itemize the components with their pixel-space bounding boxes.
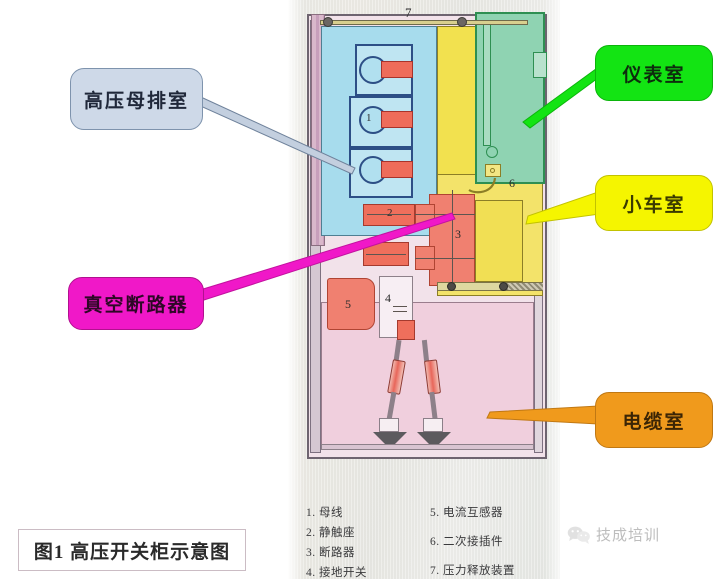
switchgear-cabinet-drawing: 7 1 2 3 6 xyxy=(307,6,547,459)
trolley-wheel-right xyxy=(499,282,508,291)
legend-column-right: 5. 电流互感器 6. 二次接插件 7. 压力释放装置 xyxy=(430,504,515,579)
pointer-busbar xyxy=(195,97,356,175)
plate-right-fade xyxy=(544,0,564,579)
earthing-switch-terminal xyxy=(397,320,415,340)
marker-7: 7 xyxy=(405,5,412,20)
legend-item-6: 6. 二次接插件 xyxy=(430,536,503,548)
callout-trolley-room[interactable]: 小车室 xyxy=(595,175,713,231)
legend-item-5: 5. 电流互感器 xyxy=(430,507,503,519)
pointer-instrument xyxy=(522,64,601,129)
trolley-wheel-left xyxy=(447,282,456,291)
busbar-contact-3 xyxy=(381,161,413,178)
pressure-relief-device xyxy=(320,20,528,25)
legend-item-7: 7. 压力释放装置 xyxy=(430,565,515,577)
callout-high-voltage-busbar-room[interactable]: 高压母排室 xyxy=(70,68,203,130)
marker-6: 6 xyxy=(509,176,515,190)
secondary-plug-pin xyxy=(490,168,495,173)
callout-cable-room[interactable]: 电缆室 xyxy=(595,392,713,448)
instrument-knob-icon xyxy=(486,146,498,158)
callout-instrument-room[interactable]: 仪表室 xyxy=(595,45,713,101)
watermark-text: 技成培训 xyxy=(596,527,661,544)
watermark: 技成培训 xyxy=(567,524,660,545)
pointer-trolley xyxy=(525,191,601,225)
legend-item-3: 3. 断路器 xyxy=(306,547,355,559)
cable-clamp-left xyxy=(379,418,399,432)
trolley-rail-hatching xyxy=(503,283,543,290)
marker-2: 2 xyxy=(387,207,393,219)
component-legend: 1. 母线 2. 静触座 3. 断路器 4. 接地开关 5. 电流互感器 6. … xyxy=(300,504,558,579)
legend-item-4: 4. 接地开关 xyxy=(306,567,367,579)
pointer-cable xyxy=(486,405,599,425)
cable-room-floor xyxy=(321,444,534,450)
figure-caption: 图1 高压开关柜示意图 xyxy=(18,529,246,571)
busbar-contact-2 xyxy=(381,111,413,128)
breaker-axis-lower xyxy=(415,258,477,259)
static-contact-upper xyxy=(363,204,415,226)
secondary-plug-cable xyxy=(468,177,497,194)
room-instrument xyxy=(475,12,547,184)
static-contact-centerline-lower xyxy=(366,254,406,255)
marker-3: 3 xyxy=(455,227,461,241)
instrument-slot xyxy=(533,52,547,78)
trolley-block xyxy=(475,200,523,282)
callout-vacuum-circuit-breaker[interactable]: 真空断路器 xyxy=(68,277,204,330)
breaker-axis-vertical xyxy=(452,190,453,290)
wechat-icon xyxy=(567,526,590,544)
static-contact-centerline-upper xyxy=(367,214,411,215)
relief-hinge-right xyxy=(457,17,467,27)
marker-1: 1 xyxy=(366,112,372,124)
busbar-contact-1 xyxy=(381,61,413,78)
legend-item-2: 2. 静触座 xyxy=(306,527,355,539)
current-transformer xyxy=(327,278,375,330)
marker-4: 4 xyxy=(385,291,391,305)
earthing-switch-contact-a xyxy=(393,306,407,307)
marker-5: 5 xyxy=(345,297,351,311)
legend-column-left: 1. 母线 2. 静触座 3. 断路器 4. 接地开关 xyxy=(306,504,367,579)
legend-item-1: 1. 母线 xyxy=(306,507,343,519)
cable-clamp-right xyxy=(423,418,443,432)
earthing-switch-contact-b xyxy=(393,311,407,312)
relief-hinge-left xyxy=(323,17,333,27)
pointer-breaker xyxy=(199,212,456,301)
